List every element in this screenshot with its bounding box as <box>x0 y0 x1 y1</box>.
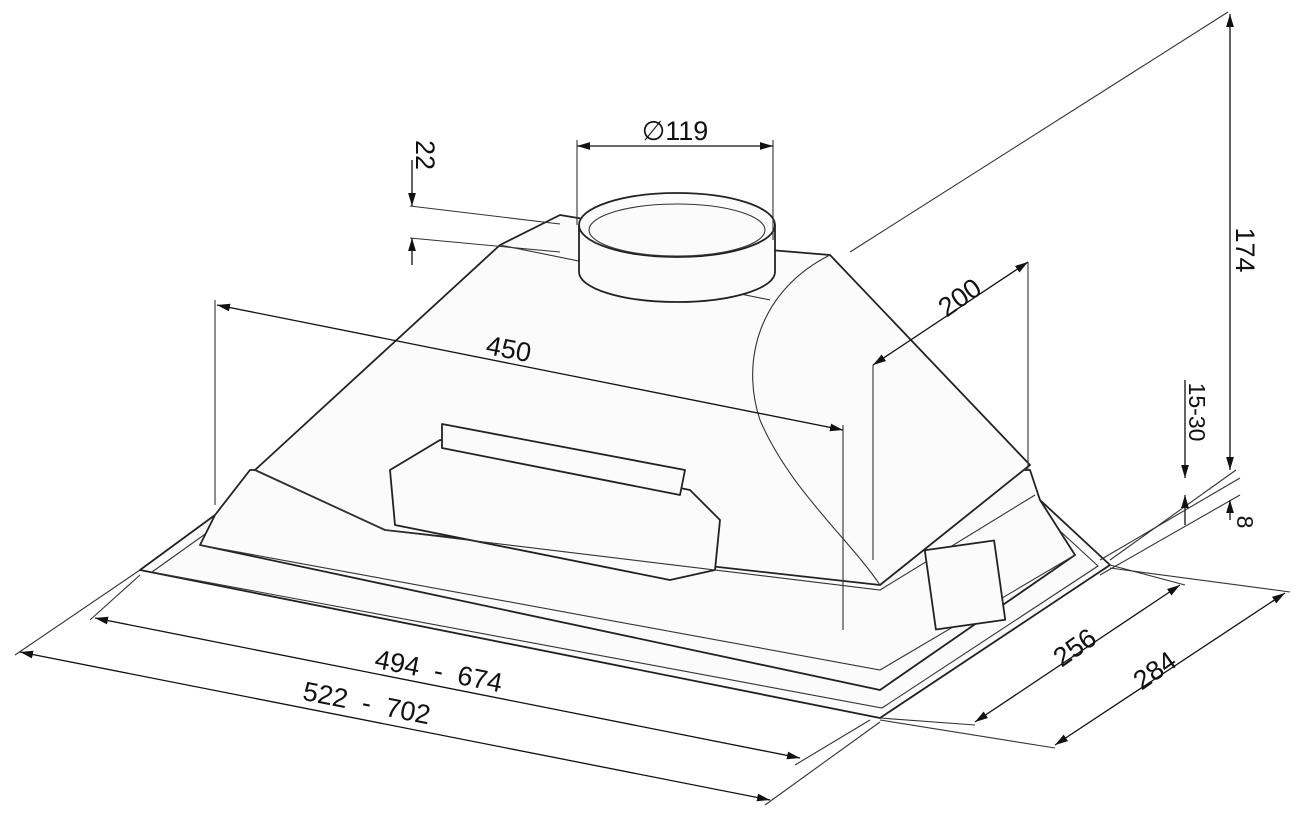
filter-grille <box>441 423 686 496</box>
label-flange: 8 <box>1232 516 1258 529</box>
dimension-lines <box>14 11 1291 806</box>
side-clip <box>923 539 1007 631</box>
label-inner-depth: 256 <box>1048 622 1102 672</box>
label-outer-depth: 284 <box>1128 645 1182 695</box>
hood-drawing <box>139 192 1111 719</box>
label-duct-diameter: ∅119 <box>642 116 709 146</box>
label-total-height: 174 <box>1230 227 1260 272</box>
label-duct-offset: 22 <box>410 140 440 170</box>
label-adjust-range: 15-30 <box>1184 383 1210 442</box>
label-inner-width: 494 - 674 <box>372 644 504 698</box>
label-body-depth: 200 <box>933 272 987 322</box>
duct-collar <box>578 192 776 303</box>
label-outer-width: 522 - 702 <box>300 676 432 730</box>
